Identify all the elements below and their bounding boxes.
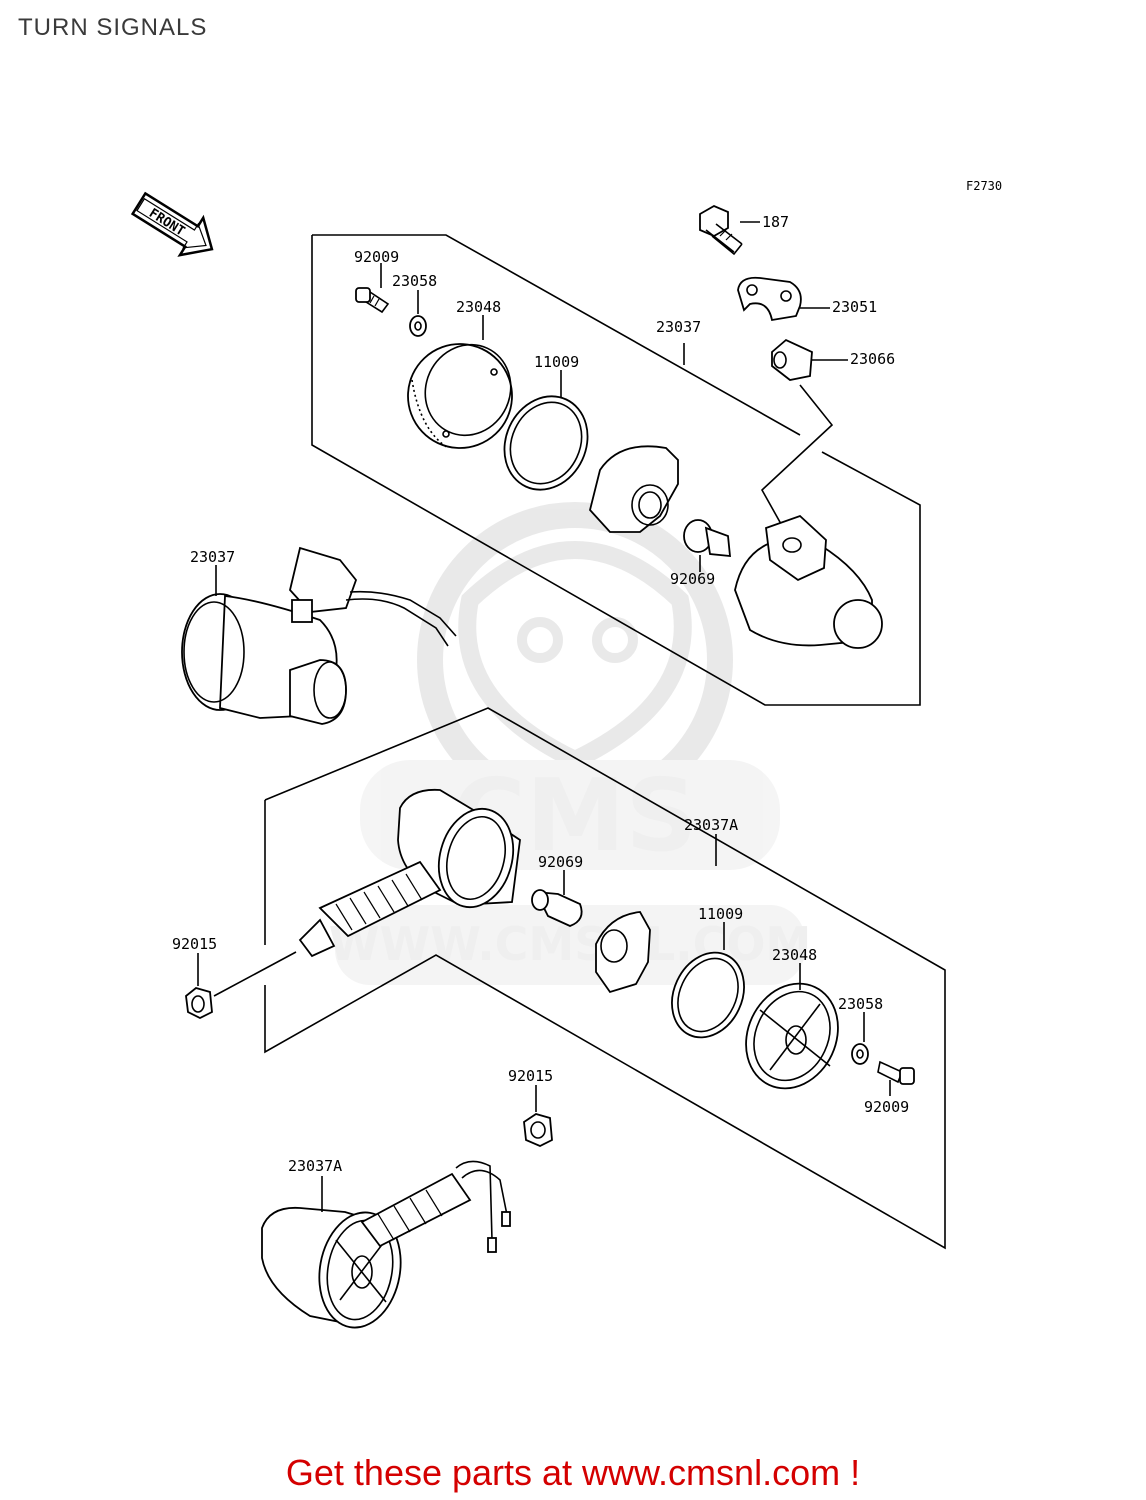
callout-92009-upper: 92009 <box>354 248 399 266</box>
lens-23048-lower <box>745 982 839 1090</box>
callout-11009-lower: 11009 <box>698 905 743 923</box>
callout-23037A-bottom: 23037A <box>288 1157 342 1175</box>
washer-23058-upper <box>409 315 427 337</box>
callout-92069-upper: 92069 <box>670 570 715 588</box>
housing-23037A-lower <box>298 788 521 958</box>
nut-92015-left <box>185 987 213 1020</box>
callout-92015-bottom: 92015 <box>508 1067 553 1085</box>
clamp-23051 <box>737 276 802 322</box>
callout-11009-upper: 11009 <box>534 353 579 371</box>
callout-187: 187 <box>762 213 789 231</box>
callout-92009-lower: 92009 <box>864 1098 909 1116</box>
figure-code: F2730 <box>966 179 1002 193</box>
callout-23058-upper: 23058 <box>392 272 437 290</box>
callout-23048-upper: 23048 <box>456 298 501 316</box>
callout-23051: 23051 <box>832 298 877 316</box>
washer-23058-lower <box>851 1043 869 1065</box>
callout-23066: 23066 <box>850 350 895 368</box>
turn-signal-23037A-bottom <box>261 1160 511 1329</box>
reflector-upper <box>589 445 679 533</box>
screw-92009-upper <box>355 287 390 314</box>
parts-diagram: CMS WWW.CMSNL.COM F2730 FRONT <box>130 179 1002 1329</box>
callout-23058-lower: 23058 <box>838 995 883 1013</box>
upper-assembly-outline <box>312 234 801 436</box>
callout-92015-left: 92015 <box>172 935 217 953</box>
gasket-11009-lower <box>671 951 745 1039</box>
callout-23048-lower: 23048 <box>772 946 817 964</box>
callout-23037A-lower: 23037A <box>684 816 738 834</box>
callout-23037-upper: 23037 <box>656 318 701 336</box>
callout-23037-left: 23037 <box>190 548 235 566</box>
bulb-92069-upper <box>683 519 732 558</box>
bulb-92069-lower <box>531 889 583 927</box>
bolt-187 <box>699 204 743 256</box>
lens-23048-upper <box>407 343 513 449</box>
footer-cta-link[interactable]: Get these parts at www.cmsnl.com ! <box>285 1452 861 1493</box>
turn-signal-23037-left <box>181 546 457 725</box>
gasket-11009-upper <box>503 395 589 491</box>
page-title: TURN SIGNALS <box>18 14 208 41</box>
callout-92069-lower: 92069 <box>538 853 583 871</box>
reflector-lower <box>595 911 651 994</box>
screw-92009-lower <box>877 1060 915 1085</box>
housing-23037-upper-right <box>734 514 883 649</box>
nut-92015-bottom <box>523 1113 553 1147</box>
grommet-23066 <box>771 338 813 381</box>
front-arrow-icon: FRONT <box>130 191 214 257</box>
